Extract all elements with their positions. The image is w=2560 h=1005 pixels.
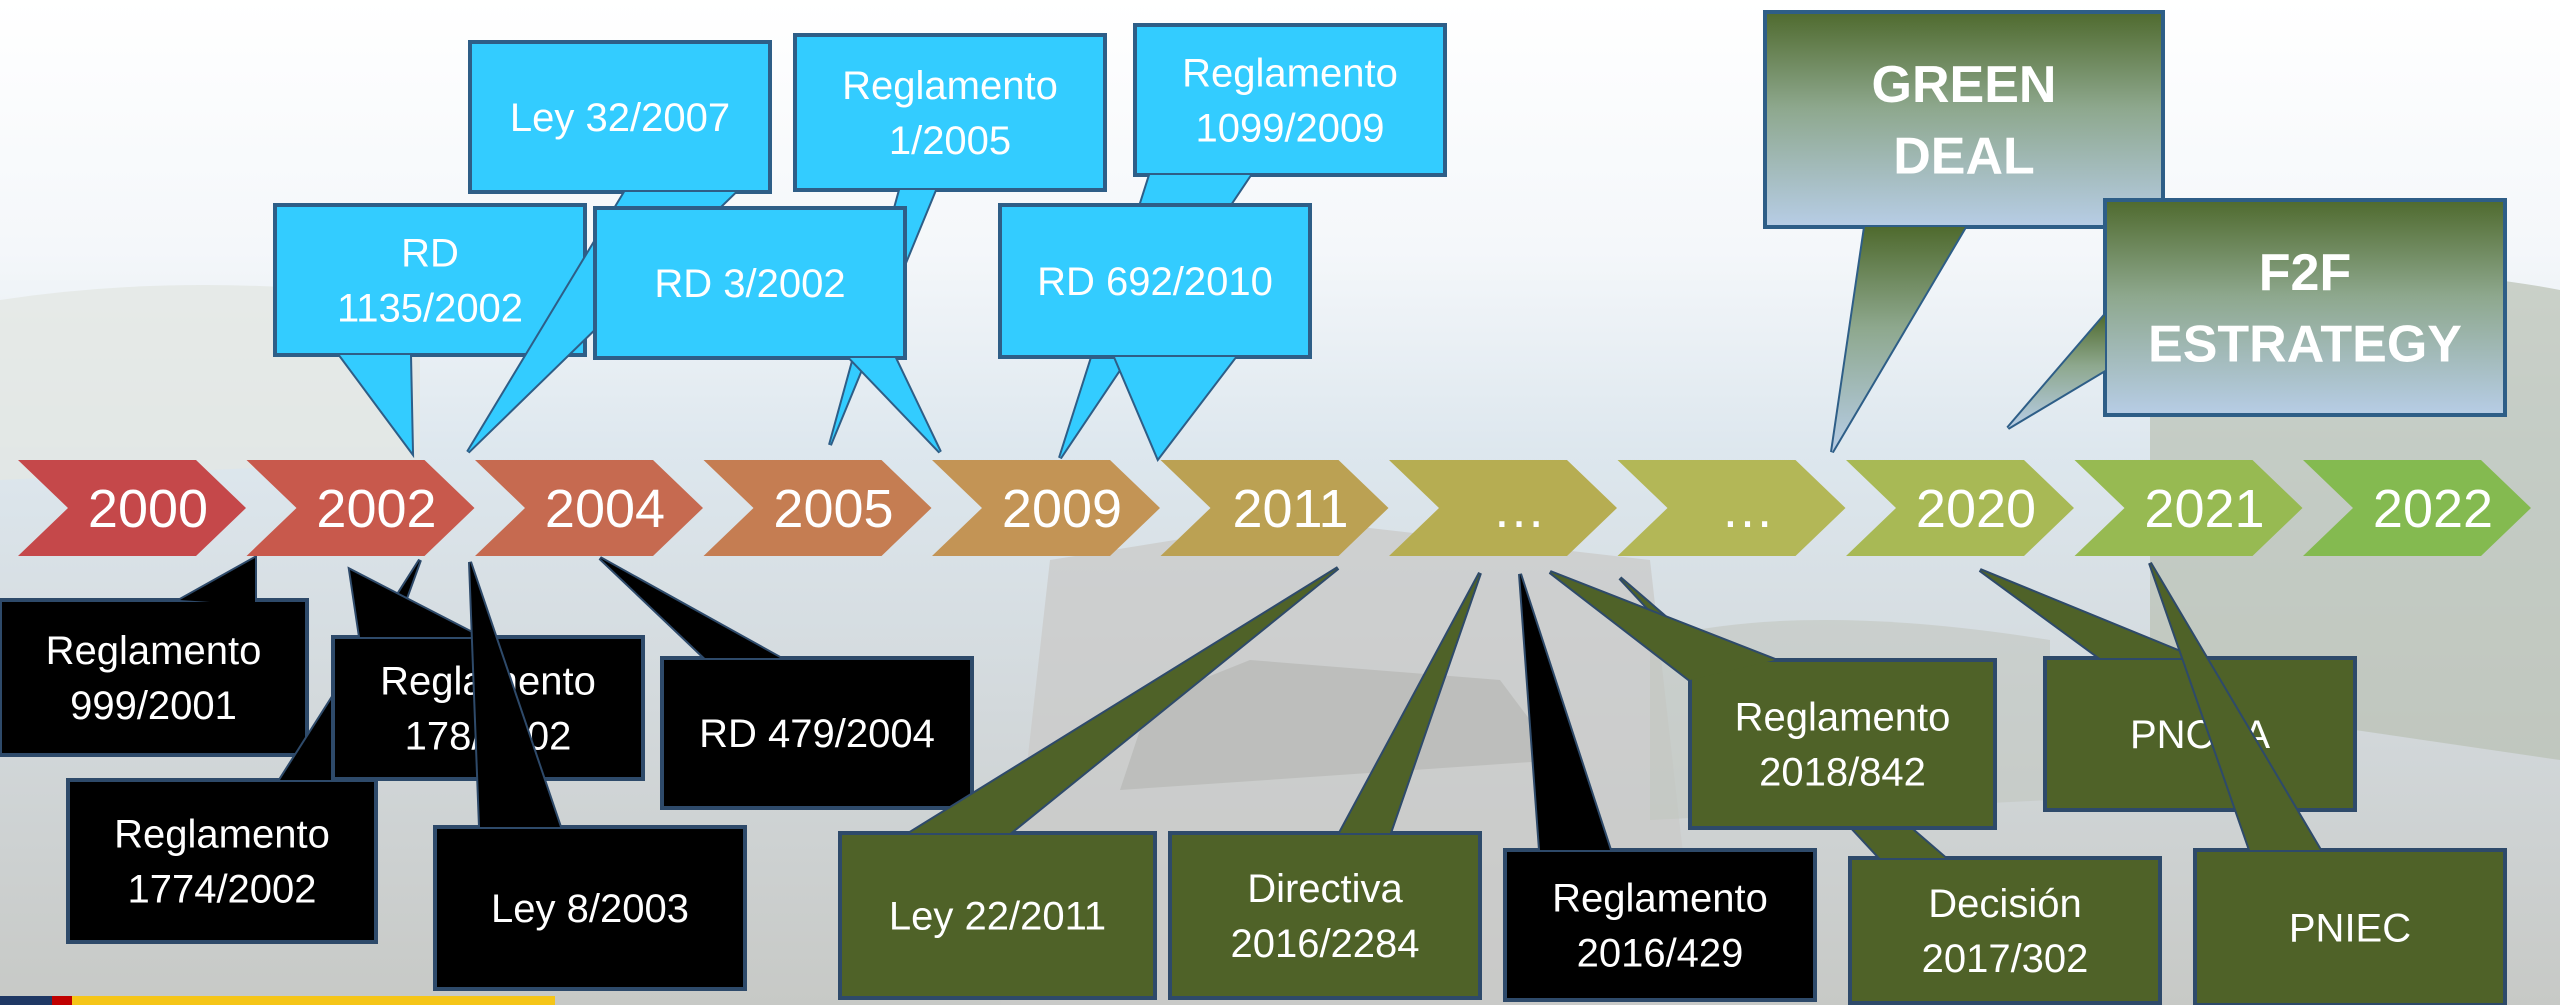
callout-text: Ley 8/2003 xyxy=(491,887,689,931)
timeline-year-label: 2004 xyxy=(545,479,665,539)
callout-rd-1135-2002: RD 1135/2002 xyxy=(273,203,587,459)
callout-text: 2017/302 xyxy=(1922,937,2089,981)
timeline-year-label: 2009 xyxy=(1002,479,1122,539)
timeline-year-label: 2000 xyxy=(88,479,208,539)
timeline-arrow xyxy=(932,460,1160,556)
callout-rd-3-2002: RD 3/2002 xyxy=(593,206,942,454)
callout-box xyxy=(433,825,747,991)
callout-text: F2F xyxy=(2259,244,2351,302)
callout-text: 1774/2002 xyxy=(127,868,316,912)
callout-reglamento-2018-842: Reglamento 2018/842 xyxy=(1548,570,1997,830)
callout-text: Reglamento xyxy=(1552,876,1768,920)
callout-text: Directiva xyxy=(1247,867,1403,911)
callout-box xyxy=(793,33,1107,192)
callout-green-deal: GREEN DEAL xyxy=(1763,10,2165,454)
timeline-arrow xyxy=(1617,460,1846,556)
timeline-arrow xyxy=(1160,460,1389,556)
callout-box xyxy=(1168,831,1482,1000)
callout-box xyxy=(998,203,1312,359)
callout-text: RD 692/2010 xyxy=(1037,260,1273,304)
callout-box xyxy=(1688,658,1997,830)
callout-ley-8-2003: Ley 8/2003 xyxy=(433,561,747,991)
callout-reglamento-999-2001: Reglamento 999/2001 xyxy=(0,554,309,757)
callout-box xyxy=(1503,848,1817,1002)
callout-text: 1135/2002 xyxy=(337,287,523,331)
callout-text: 2016/2284 xyxy=(1230,922,1419,966)
callout-box xyxy=(1763,10,2165,229)
timeline-year-label: 2020 xyxy=(1916,479,2036,539)
timeline-year-label: … xyxy=(1492,479,1546,539)
callout-text: 999/2001 xyxy=(70,684,237,728)
timeline-year-label: 2002 xyxy=(316,479,436,539)
callout-box xyxy=(0,598,309,757)
timeline-arrow xyxy=(475,460,703,556)
callout-reglamento-2016-429: Reglamento 2016/429 xyxy=(1503,573,1817,1002)
callout-box xyxy=(2193,848,2507,1005)
callout-text: Decisión xyxy=(1928,882,2081,926)
callout-text: Reglamento xyxy=(46,629,262,673)
callout-text: Ley 32/2007 xyxy=(510,96,730,140)
callout-box xyxy=(468,40,772,194)
callout-f2f-estrategy: F2F ESTRATEGY xyxy=(2006,198,2507,430)
callout-box xyxy=(66,778,378,944)
callout-text: 1/2005 xyxy=(889,119,1011,163)
callout-rd-479-2004: RD 479/2004 xyxy=(598,556,974,810)
timeline-year-label: 2011 xyxy=(1232,479,1348,539)
footer-bar-yellow xyxy=(72,996,555,1005)
callout-text: ESTRATEGY xyxy=(2148,316,2462,374)
footer-bar-red xyxy=(52,996,72,1005)
callout-box xyxy=(1133,23,1447,177)
callout-box xyxy=(593,206,907,360)
callout-text: RD xyxy=(401,231,459,275)
timeline-year-label: … xyxy=(1721,479,1775,539)
callout-box xyxy=(2103,198,2507,417)
callout-box xyxy=(1848,856,2162,1005)
callout-text: Reglamento xyxy=(1735,695,1951,739)
callout-text: PNIEC xyxy=(2289,907,2411,951)
timeline-arrow xyxy=(246,460,475,556)
callout-text: RD 3/2002 xyxy=(654,262,845,306)
timeline-year-label: 2005 xyxy=(773,479,893,539)
callout-pniec: PNIEC xyxy=(2148,561,2507,1005)
callout-text: Reglamento xyxy=(114,812,330,856)
timeline-arrow xyxy=(1846,460,2074,556)
callout-text: RD 479/2004 xyxy=(699,712,935,756)
callout-text: GREEN xyxy=(1872,56,2057,114)
timeline-year-label: 2022 xyxy=(2373,479,2493,539)
callout-directiva-2016-2284: Directiva 2016/2284 xyxy=(1168,572,1482,1000)
callout-ley-22-2011: Ley 22/2011 xyxy=(838,566,1340,1000)
timeline-arrow xyxy=(703,460,932,556)
callout-rd-692-2010: RD 692/2010 xyxy=(998,203,1312,462)
timeline-arrow xyxy=(2074,460,2303,556)
timeline-arrow xyxy=(1389,460,1617,556)
callout-text: Reglamento xyxy=(1182,51,1398,95)
timeline-arrow xyxy=(18,460,246,556)
callout-text: DEAL xyxy=(1893,128,2035,186)
footer-bar-dark xyxy=(0,996,52,1005)
callout-text: 2016/429 xyxy=(1577,932,1744,976)
callout-text: 1099/2009 xyxy=(1195,107,1384,151)
timeline-year-label: 2021 xyxy=(2144,479,2264,539)
callout-text: Ley 22/2011 xyxy=(889,895,1106,939)
callout-text: Reglamento xyxy=(842,64,1058,108)
callout-box xyxy=(273,203,587,357)
callout-box xyxy=(660,656,974,810)
callout-text: 2018/842 xyxy=(1759,751,1926,795)
timeline-arrow xyxy=(2303,460,2531,556)
